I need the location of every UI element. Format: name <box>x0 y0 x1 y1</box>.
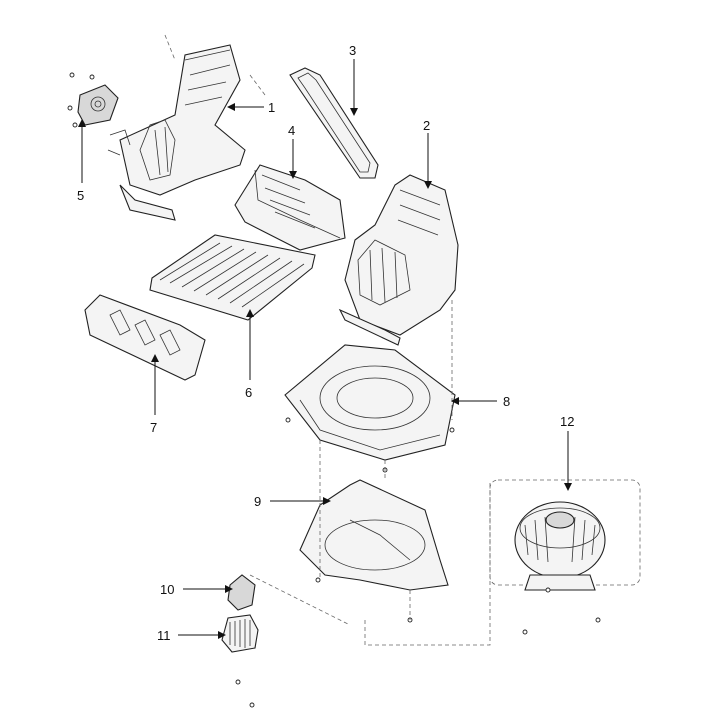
part-seal-gasket <box>289 67 379 179</box>
callout-2: 2 <box>423 118 430 133</box>
callout-10: 10 <box>160 582 174 597</box>
callout-5: 5 <box>77 188 84 203</box>
part-intake-door-housing <box>107 44 246 221</box>
callout-8: 8 <box>503 394 510 409</box>
callout-9: 9 <box>254 494 261 509</box>
callout-11: 11 <box>157 628 171 643</box>
part-blower-motor <box>489 479 641 635</box>
part-lower-blower-case <box>299 479 449 623</box>
callout-12: 12 <box>560 414 574 429</box>
part-intake-duct <box>234 164 346 251</box>
part-blower-resistor <box>221 614 259 708</box>
callout-1: 1 <box>268 100 275 115</box>
callout-4: 4 <box>288 123 295 138</box>
part-cabin-air-filter <box>149 234 316 321</box>
callout-3: 3 <box>349 43 356 58</box>
callout-leaders <box>78 59 572 639</box>
callout-labels: 1 2 3 4 5 6 7 8 9 10 11 12 <box>77 43 574 643</box>
part-upper-blower-case <box>284 344 456 473</box>
part-resistor-connector <box>227 574 256 611</box>
callout-7: 7 <box>150 420 157 435</box>
part-filter-cover <box>84 294 206 381</box>
part-intake-case-right <box>338 174 459 346</box>
part-intake-actuator <box>67 72 119 128</box>
callout-6: 6 <box>245 385 252 400</box>
